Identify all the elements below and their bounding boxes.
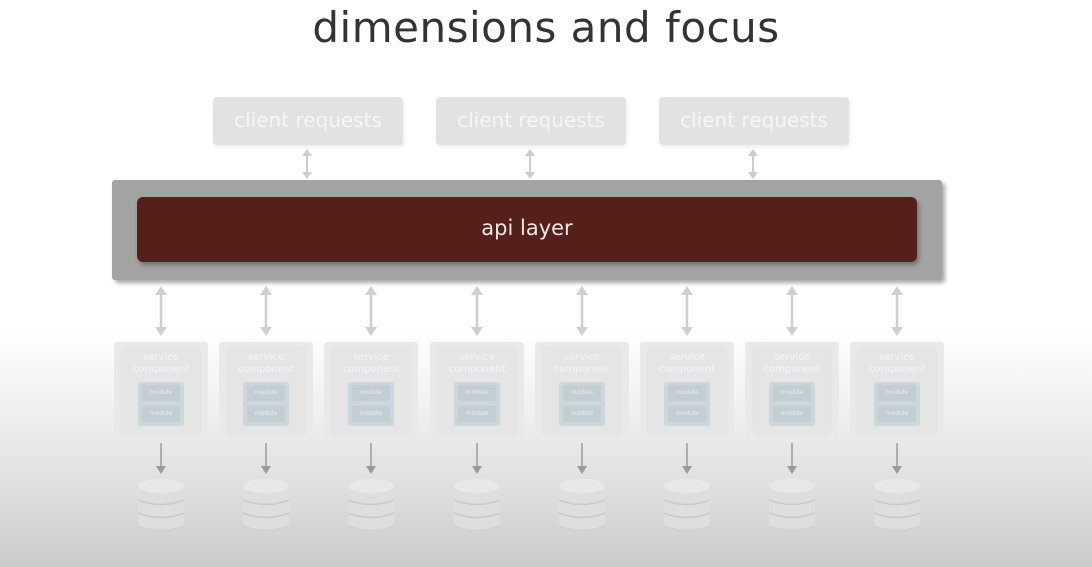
database-icon [347,479,395,532]
service-component-inner: service component module module [543,348,621,434]
service-component-inner: service component module module [122,348,200,434]
database-icon [558,479,606,532]
database-icon [873,479,921,532]
down-arrow-icon [156,443,166,474]
service-component-inner: service component module module [753,348,831,434]
client-requests-box: client requests [213,97,403,145]
down-arrow-icon [682,443,692,474]
service-component-label: service component [868,352,926,375]
database-icon [453,479,501,532]
module-box: module [878,406,916,422]
service-component-label: service component [658,352,716,375]
bidirectional-arrow-icon [786,286,798,336]
module-box: module [352,385,390,401]
module-group: module module [769,382,815,426]
bidirectional-arrow-icon [365,286,377,336]
api-layer-frame: api layer [112,180,942,280]
service-component: service component module module [430,342,524,442]
database-icon [663,479,711,532]
service-component: service component module module [219,342,313,442]
module-group: module module [454,382,500,426]
service-component-inner: service component module module [227,348,305,434]
bidirectional-arrow-icon [576,286,588,336]
module-group: module module [138,382,184,426]
module-box: module [352,406,390,422]
module-box: module [563,385,601,401]
module-group: module module [874,382,920,426]
database-icon [137,479,185,532]
service-component-inner: service component module module [438,348,516,434]
down-arrow-icon [787,443,797,474]
bidirectional-arrow-icon [681,286,693,336]
service-component-label: service component [553,352,611,375]
bidirectional-arrow-icon [155,286,167,336]
module-box: module [878,385,916,401]
module-box: module [458,385,496,401]
service-component-inner: service component module module [332,348,410,434]
module-box: module [668,385,706,401]
module-group: module module [243,382,289,426]
module-box: module [563,406,601,422]
database-icon [242,479,290,532]
service-component-label: service component [237,352,295,375]
bidirectional-arrow-icon [891,286,903,336]
bidirectional-arrow-icon [471,286,483,336]
module-group: module module [664,382,710,426]
service-component: service component module module [324,342,418,442]
module-box: module [247,406,285,422]
slide-title: dimensions and focus [312,3,780,52]
database-icon [768,479,816,532]
down-arrow-icon [577,443,587,474]
module-group: module module [559,382,605,426]
api-layer: api layer [137,197,917,262]
service-component: service component module module [114,342,208,442]
service-component: service component module module [745,342,839,442]
down-arrow-icon [472,443,482,474]
down-arrow-icon [892,443,902,474]
module-box: module [668,406,706,422]
down-arrow-icon [261,443,271,474]
down-arrow-icon [366,443,376,474]
service-component: service component module module [640,342,734,442]
bidirectional-arrow-icon [302,149,312,179]
service-component: service component module module [535,342,629,442]
service-component-label: service component [448,352,506,375]
module-box: module [142,406,180,422]
module-box: module [142,385,180,401]
client-requests-box: client requests [659,97,849,145]
service-component-inner: service component module module [648,348,726,434]
module-box: module [773,406,811,422]
client-requests-box: client requests [436,97,626,145]
service-component-inner: service component module module [858,348,936,434]
bidirectional-arrow-icon [748,149,758,179]
service-component-label: service component [763,352,821,375]
service-component-label: service component [132,352,190,375]
module-box: module [773,385,811,401]
service-component-label: service component [342,352,400,375]
bidirectional-arrow-icon [260,286,272,336]
module-box: module [247,385,285,401]
bidirectional-arrow-icon [525,149,535,179]
service-component: service component module module [850,342,944,442]
module-box: module [458,406,496,422]
module-group: module module [348,382,394,426]
